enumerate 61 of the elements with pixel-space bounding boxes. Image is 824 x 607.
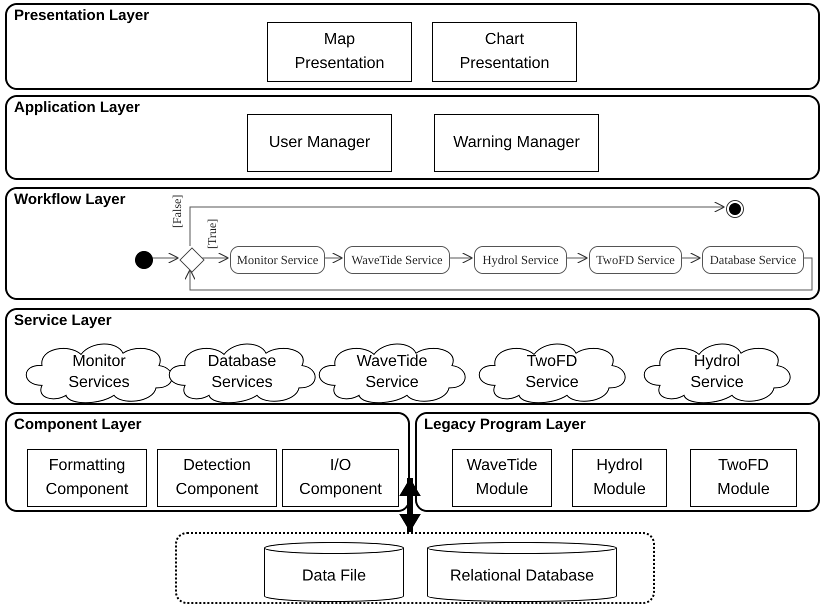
flow-arrow bbox=[680, 252, 702, 264]
module-label: Chart Presentation bbox=[460, 30, 550, 74]
layer-panel bbox=[5, 3, 820, 90]
service-label: Database Services bbox=[208, 352, 276, 393]
activity-label: Database Service bbox=[710, 252, 796, 268]
activity-box bbox=[589, 246, 682, 274]
module-label: TwoFD Module bbox=[717, 456, 770, 500]
module-label: WaveTide Module bbox=[466, 456, 538, 500]
module-box bbox=[572, 449, 667, 507]
edge-label: [True] bbox=[205, 218, 220, 249]
layer-title: Workflow Layer bbox=[14, 191, 126, 208]
module-box bbox=[452, 449, 552, 507]
module-box bbox=[434, 114, 599, 172]
activity-label: Hydrol Service bbox=[482, 252, 559, 268]
service-label: TwoFD Service bbox=[525, 352, 579, 393]
activity-label: WaveTide Service bbox=[351, 252, 443, 268]
layer-panel bbox=[5, 412, 410, 512]
service-label: Monitor Services bbox=[68, 352, 130, 393]
module-box bbox=[690, 449, 797, 507]
module-box bbox=[267, 22, 412, 82]
module-label: Map Presentation bbox=[294, 30, 384, 74]
module-box bbox=[432, 22, 577, 82]
layer-title: Service Layer bbox=[14, 312, 112, 329]
service-label: WaveTide Service bbox=[356, 352, 428, 393]
layer-panel bbox=[415, 412, 820, 512]
layer-panel bbox=[5, 95, 820, 180]
flow-arrow bbox=[448, 252, 474, 264]
flow-arrow bbox=[322, 252, 344, 264]
activity-box bbox=[702, 246, 804, 274]
module-box bbox=[247, 114, 392, 172]
service-label: Hydrol Service bbox=[690, 352, 744, 393]
layer-title: Application Layer bbox=[14, 99, 140, 116]
module-box bbox=[282, 449, 399, 507]
layer-panel bbox=[5, 187, 820, 300]
module-box bbox=[157, 449, 277, 507]
storage-label: Data File bbox=[302, 566, 366, 586]
activity-box bbox=[474, 246, 567, 274]
module-label: Warning Manager bbox=[453, 133, 580, 153]
flow-arrow bbox=[202, 252, 230, 264]
activity-box bbox=[230, 246, 325, 274]
module-label: User Manager bbox=[268, 133, 370, 153]
activity-label: TwoFD Service bbox=[596, 252, 675, 268]
module-label: Formatting Component bbox=[46, 456, 128, 500]
module-label: Detection Component bbox=[176, 456, 258, 500]
edge-label: [False] bbox=[170, 194, 185, 228]
layer-title: Component Layer bbox=[14, 416, 142, 433]
dotted-group-box bbox=[175, 532, 655, 604]
module-label: I/O Component bbox=[299, 456, 382, 500]
layer-title: Presentation Layer bbox=[14, 7, 150, 24]
module-box bbox=[27, 449, 147, 507]
double-arrow bbox=[399, 478, 421, 532]
layer-panel bbox=[5, 308, 820, 405]
layer-title: Legacy Program Layer bbox=[424, 416, 586, 433]
activity-label: Monitor Service bbox=[236, 252, 318, 268]
module-label: Hydrol Module bbox=[593, 456, 646, 500]
activity-box bbox=[344, 246, 450, 274]
storage-label: Relational Database bbox=[450, 566, 594, 586]
flow-arrow bbox=[190, 201, 726, 246]
flow-arrow bbox=[150, 252, 180, 264]
flow-arrow bbox=[184, 258, 812, 290]
flow-arrow bbox=[564, 252, 588, 264]
